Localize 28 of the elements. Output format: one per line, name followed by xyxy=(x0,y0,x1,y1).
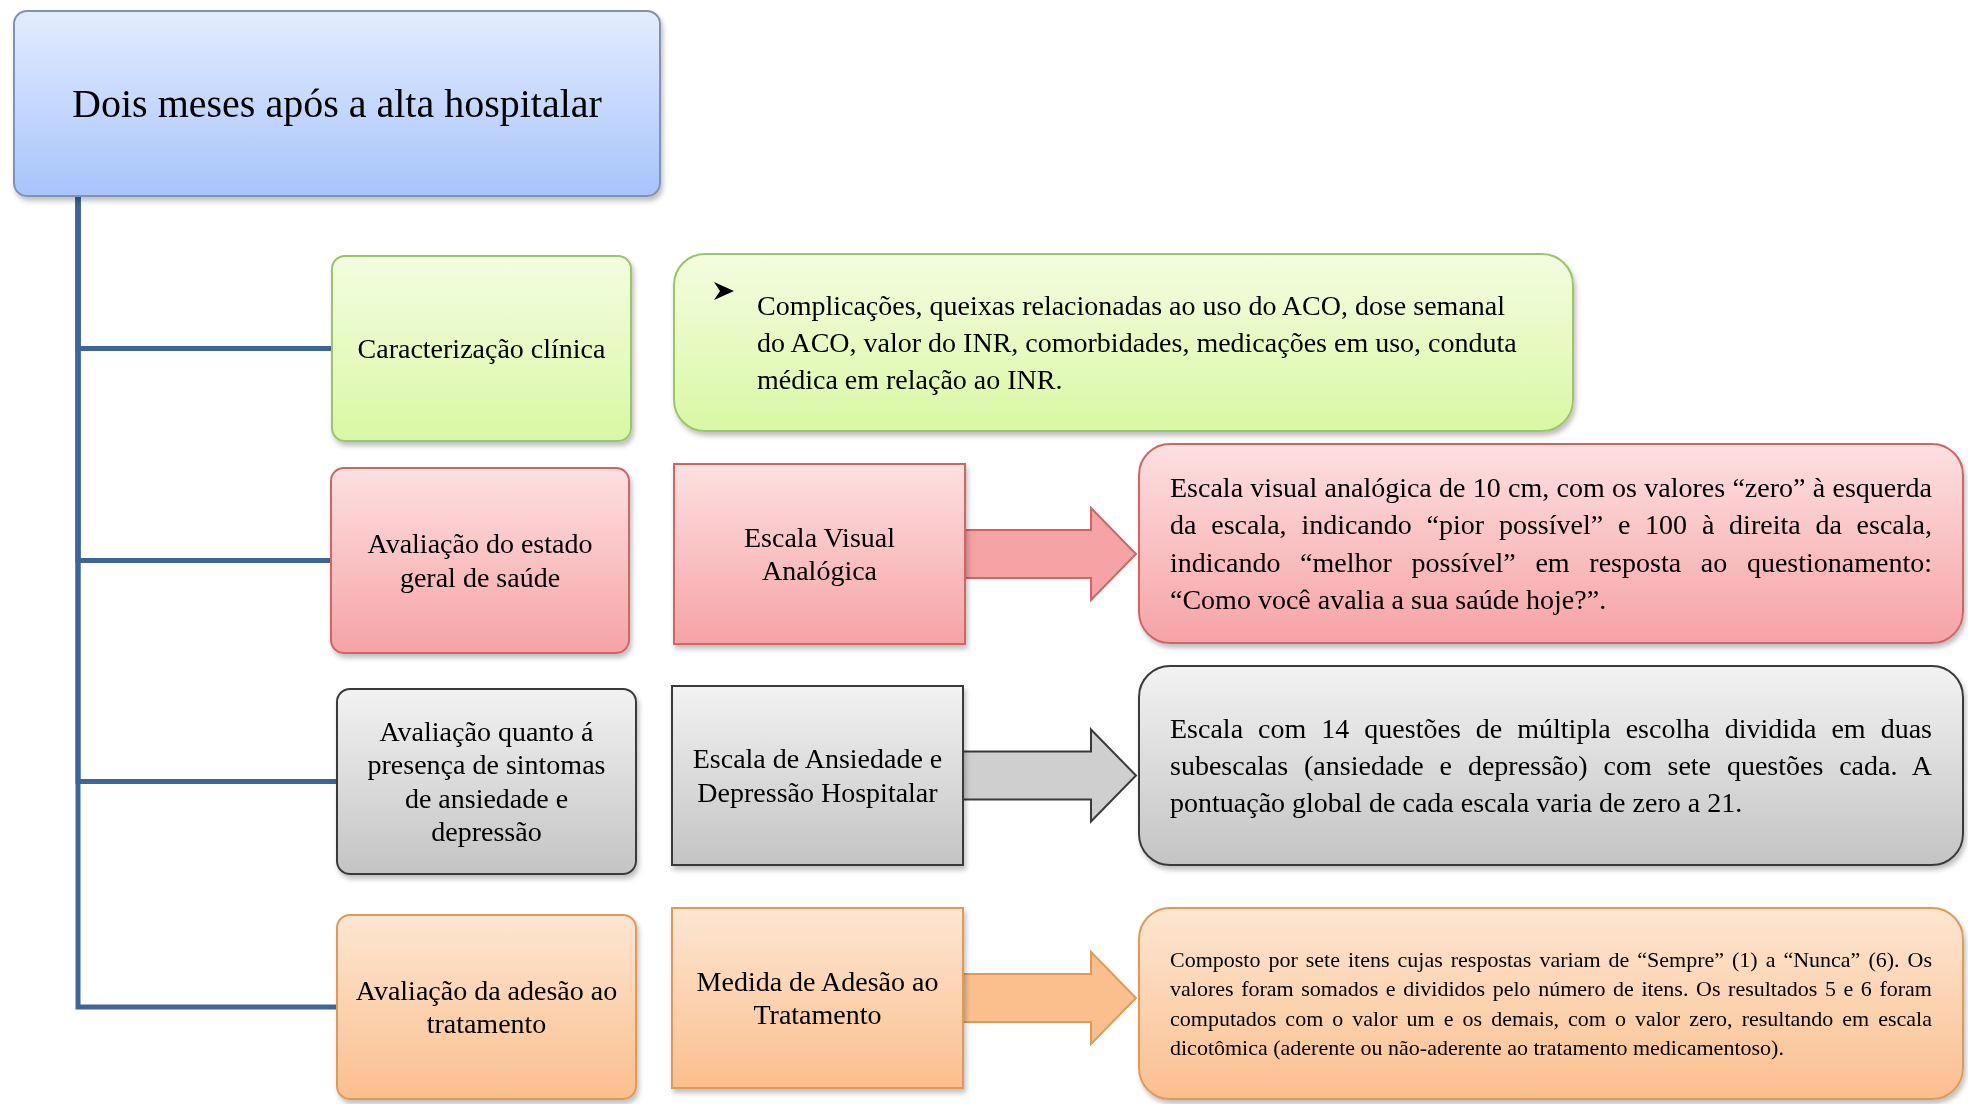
box-text: Complicações, queixas relacionadas ao uso do ACO, dose semanal do ACO, valor do INR, comorbidades, medicações em uso, conduta médica em relação ao INR. xyxy=(757,288,1518,398)
box-text: Avaliação da adesão ao tratamento xyxy=(354,973,619,1041)
description-box xyxy=(673,253,1574,432)
box-text: Medida de Adesão ao Tratamento xyxy=(695,964,940,1032)
description-box xyxy=(1138,443,1964,644)
connector-line xyxy=(75,197,336,1010)
category-box xyxy=(330,467,630,654)
box-text: Avaliação do estado geral de saúde xyxy=(366,527,594,594)
description-box xyxy=(1138,907,1964,1100)
box-text: Escala de Ansiedade e Depressão Hospitalar xyxy=(691,742,944,809)
box-text: Escala Visual Analógica xyxy=(743,520,896,588)
box-text: Composto por sete itens cujas respostas variam de “Sempre” (1) a “Nunca” (6). Os valores foram somados e divididos pelo número de itens. Os resultados 5 e 6 foram computados com o valor um e os demais, com o valor zero, resultando em escala dicotômica (aderente ou não-aderente ao tratamento medicamentoso). xyxy=(1170,946,1932,1062)
instrument-box xyxy=(673,463,966,645)
title-box xyxy=(13,10,661,197)
block-arrow xyxy=(964,505,1138,603)
box-text: Avaliação quanto á presença de sintomas de ansiedade e depressão xyxy=(366,715,607,848)
box-text: Dois meses após a alta hospitalar xyxy=(71,79,603,128)
category-box xyxy=(336,914,637,1100)
box-text: Caracterização clínica xyxy=(356,332,607,365)
category-box xyxy=(331,255,632,442)
block-arrow xyxy=(962,727,1138,824)
box-text: Escala visual analógica de 10 cm, com os valores “zero” à esquerda da escala, indicando “pior possível” e 100 à direita da escala, indicando “melhor possível” em resposta ao questionamento: “Como você avalia a sua saúde hoje?”. xyxy=(1170,471,1932,617)
instrument-box xyxy=(671,907,964,1089)
box-text: Escala com 14 questões de múltipla escolha dividida em duas subescalas (ansiedade e depressão) com sete questões cada. A pontuação global de cada escala varia de zero a 21. xyxy=(1170,711,1932,821)
instrument-box xyxy=(671,685,964,866)
category-box xyxy=(336,688,637,875)
block-arrow xyxy=(962,949,1138,1047)
description-box xyxy=(1138,665,1964,866)
